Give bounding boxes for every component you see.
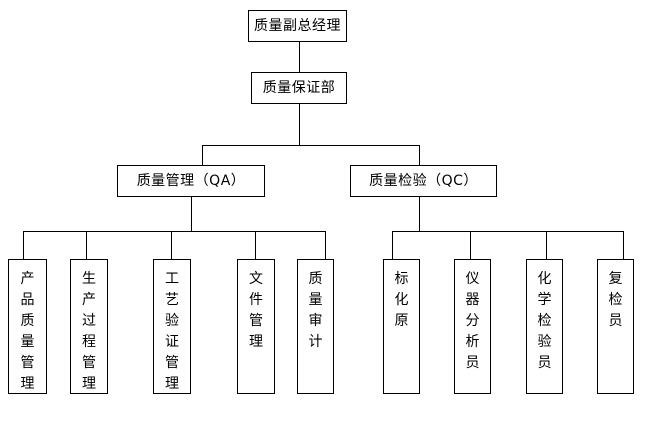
connector-bus-to-qa	[202, 145, 203, 165]
node-qc[interactable]: 质量检验（QC）	[350, 165, 497, 197]
node-qa-child-3-label: 工艺验证管理	[165, 271, 179, 392]
connector-level2-bus	[202, 145, 420, 146]
node-qa-child-4-label: 文件管理	[249, 271, 263, 350]
node-qc-child-3[interactable]: 化学检验员	[526, 259, 563, 394]
node-vp-quality-label: 质量副总经理	[254, 18, 341, 34]
connector-qa-child-2-riser	[86, 231, 87, 259]
node-qc-child-3-label: 化学检验员	[537, 271, 552, 371]
node-qa-child-2[interactable]: 生产过程管理	[70, 259, 108, 394]
node-qa-child-2-label: 生产过程管理	[82, 271, 96, 392]
node-qa-dept-label: 质量保证部	[262, 80, 336, 96]
node-qa-label: 质量管理（QA）	[136, 173, 246, 189]
connector-qc-child-4-riser	[623, 231, 624, 259]
node-vp-quality[interactable]: 质量副总经理	[248, 10, 347, 42]
node-qa[interactable]: 质量管理（QA）	[117, 165, 265, 197]
connector-qa-drop	[191, 197, 192, 231]
node-qc-child-4-label: 复检员	[608, 271, 623, 329]
node-qa-child-1[interactable]: 产品质量管理	[8, 259, 47, 394]
node-qc-child-2[interactable]: 仪器分析员	[454, 259, 491, 394]
connector-qc-drop	[419, 197, 420, 231]
node-qa-child-3[interactable]: 工艺验证管理	[153, 259, 191, 394]
connector-qa-child-1-riser	[23, 231, 24, 259]
node-qa-child-5-label: 质量审计	[308, 271, 323, 350]
node-qc-child-1-label: 标化原	[394, 271, 409, 329]
node-qa-child-4[interactable]: 文件管理	[237, 259, 275, 394]
node-qc-child-4[interactable]: 复检员	[597, 259, 634, 394]
connector-qa-child-4-riser	[255, 231, 256, 259]
connector-qc-child-3-riser	[546, 231, 547, 259]
node-qc-label: 质量检验（QC）	[369, 173, 478, 189]
connector-vp-to-dept	[299, 42, 300, 72]
connector-qc-child-2-riser	[470, 231, 471, 259]
node-qc-child-2-label: 仪器分析员	[465, 271, 480, 371]
node-qa-dept[interactable]: 质量保证部	[251, 72, 347, 104]
connector-qa-child-5-riser	[325, 231, 326, 259]
connector-bus-to-qc	[419, 145, 420, 165]
connector-dept-drop	[299, 104, 300, 145]
node-qa-child-1-label: 产品质量管理	[20, 271, 35, 392]
node-qa-child-5[interactable]: 质量审计	[297, 259, 334, 394]
connector-qc-children-bus	[392, 231, 624, 232]
connector-qc-child-1-riser	[392, 231, 393, 259]
connector-qa-child-3-riser	[171, 231, 172, 259]
connector-qa-children-bus	[23, 231, 326, 232]
node-qc-child-1[interactable]: 标化原	[383, 259, 420, 394]
